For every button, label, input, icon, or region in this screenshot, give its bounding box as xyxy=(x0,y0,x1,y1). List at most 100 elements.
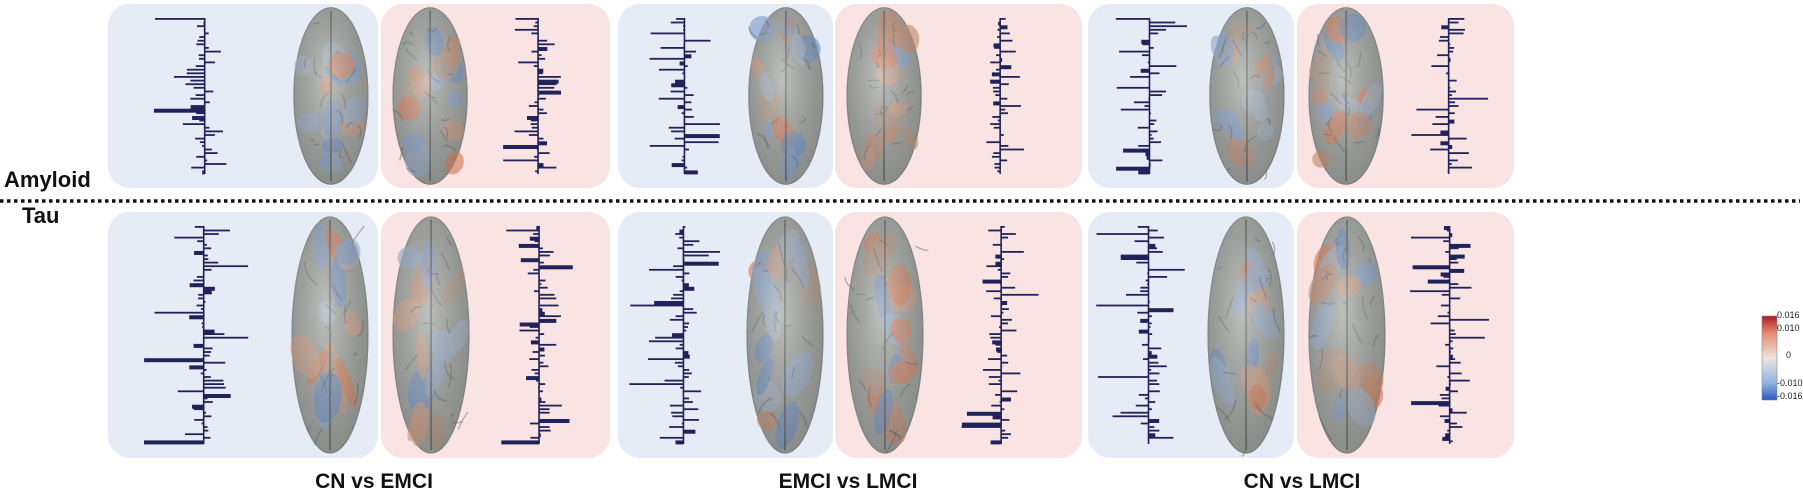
bar xyxy=(1148,236,1164,239)
bar xyxy=(672,333,684,338)
bar xyxy=(538,83,557,86)
bar xyxy=(684,76,686,78)
bar xyxy=(204,152,218,154)
bar xyxy=(1449,261,1459,264)
bar xyxy=(1416,108,1449,111)
bar xyxy=(1448,145,1453,149)
bar xyxy=(1149,21,1176,24)
bar xyxy=(190,97,205,100)
bar xyxy=(630,304,684,307)
bar xyxy=(144,440,204,445)
bar xyxy=(1112,415,1149,418)
bar xyxy=(1001,318,1012,321)
bar xyxy=(684,170,698,175)
bar xyxy=(1149,32,1159,35)
bar xyxy=(533,25,539,28)
bar xyxy=(1148,383,1160,385)
bar xyxy=(538,163,544,168)
bar xyxy=(1439,415,1450,418)
bar xyxy=(673,265,684,268)
colorbar-tick-pos: 0.010 xyxy=(1777,323,1800,333)
bar xyxy=(1141,39,1150,44)
bar xyxy=(684,101,692,104)
bar xyxy=(539,404,562,407)
bar xyxy=(962,422,1002,427)
bar xyxy=(1440,130,1449,135)
bar xyxy=(531,126,539,129)
bar xyxy=(1449,426,1463,428)
bar xyxy=(1148,247,1157,250)
bar xyxy=(1149,141,1161,144)
bar xyxy=(996,347,1002,352)
bar xyxy=(1148,440,1150,443)
bar xyxy=(1148,243,1156,248)
bar-profile-left-r1c1 xyxy=(629,226,720,445)
bar xyxy=(1448,155,1450,158)
bar xyxy=(193,343,204,348)
bar xyxy=(992,340,1002,345)
bar xyxy=(538,43,555,46)
bar xyxy=(683,394,684,396)
bar xyxy=(993,152,1001,154)
bar xyxy=(684,134,720,139)
bar xyxy=(1449,347,1454,350)
bar xyxy=(1123,148,1150,153)
bar xyxy=(199,36,205,38)
bar xyxy=(185,433,204,436)
bar xyxy=(203,379,224,382)
bar xyxy=(677,247,684,250)
bar xyxy=(533,233,540,235)
bar xyxy=(680,386,684,389)
bar xyxy=(669,426,684,428)
bar-profile-right-r1c2 xyxy=(1410,226,1489,444)
bar xyxy=(534,101,539,104)
bar xyxy=(1000,25,1008,30)
bar xyxy=(539,318,557,323)
bar xyxy=(534,155,539,158)
bar xyxy=(1148,333,1153,335)
bar xyxy=(536,226,540,230)
bar xyxy=(1000,105,1021,107)
bar xyxy=(201,322,204,325)
bar xyxy=(1001,390,1018,393)
bar xyxy=(538,68,544,73)
bar xyxy=(539,333,545,335)
bar xyxy=(998,21,1001,26)
bar xyxy=(203,329,215,334)
bar xyxy=(1148,436,1174,439)
brain-surface-left-r1c2 xyxy=(1207,216,1285,457)
bar xyxy=(669,318,684,321)
bar xyxy=(995,343,1002,346)
bar xyxy=(982,279,1002,284)
bar xyxy=(539,265,573,270)
bar xyxy=(1140,318,1149,323)
bar xyxy=(539,286,548,289)
brain-surface-left-r1c1 xyxy=(746,216,824,454)
bar xyxy=(1440,36,1449,38)
bar xyxy=(539,293,555,296)
bar xyxy=(530,422,540,425)
colorbar-tick-min: -0.016 xyxy=(1777,391,1803,401)
bar xyxy=(501,440,540,445)
bar xyxy=(1149,94,1163,96)
bar xyxy=(1440,272,1450,277)
bar xyxy=(1449,286,1472,289)
bar xyxy=(1130,76,1150,78)
bar xyxy=(1149,119,1157,122)
bar xyxy=(198,293,204,296)
bar xyxy=(204,159,208,162)
bar xyxy=(1120,254,1149,259)
bar xyxy=(506,229,539,232)
bar xyxy=(538,108,544,111)
brain-surface-right-r1c1 xyxy=(844,216,929,454)
bar xyxy=(1148,229,1158,232)
bar xyxy=(648,340,684,343)
bar xyxy=(531,32,539,35)
bar xyxy=(203,318,204,321)
bar xyxy=(1149,65,1177,67)
bar xyxy=(683,390,702,393)
bar xyxy=(1449,326,1451,331)
bar xyxy=(1448,90,1457,93)
bar xyxy=(1148,347,1162,350)
